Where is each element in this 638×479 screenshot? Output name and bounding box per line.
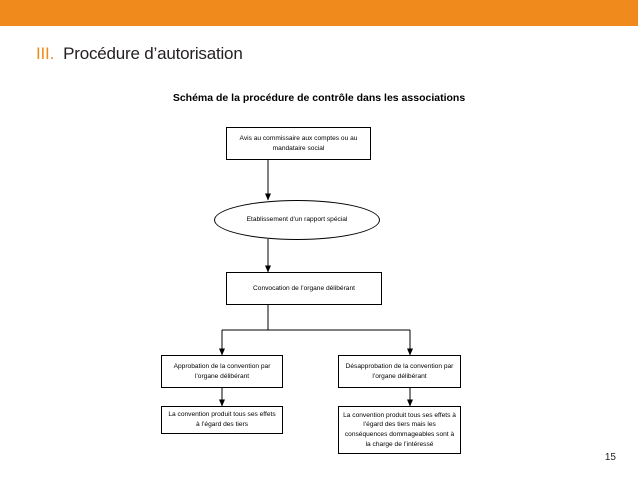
diagram-title: Schéma de la procédure de contrôle dans … [172, 92, 466, 104]
top-orange-bar [0, 0, 638, 26]
node-effets-tiers: La convention produit tous ses effets à … [161, 406, 283, 434]
node-convocation-label: Convocation de l’organe délibérant [253, 284, 355, 292]
section-numeral: III. [36, 44, 55, 63]
section-title-text: Procédure d’autorisation [63, 44, 243, 63]
node-effets-tiers-label: La convention produit tous ses effets à … [168, 411, 276, 428]
node-effets-tiers-consequences: La convention produit tous ses effets à … [338, 406, 461, 454]
node-avis-label: Avis au commissaire aux comptes ou au ma… [239, 134, 358, 152]
node-convocation: Convocation de l’organe délibérant [226, 272, 382, 305]
page-title: III. Procédure d’autorisation [36, 44, 243, 64]
node-avis: Avis au commissaire aux comptes ou au ma… [226, 127, 371, 160]
page-number: 15 [604, 452, 616, 463]
node-approbation-label: Approbation de la convention par l’organ… [173, 362, 271, 380]
node-approbation: Approbation de la convention par l’organ… [161, 355, 283, 388]
node-rapport: Etablissement d’un rapport spécial [214, 200, 380, 240]
node-desapprobation: Désapprobation de la convention par l’or… [338, 355, 461, 388]
node-effets-tiers-consequences-label: La convention produit tous ses effets à … [343, 411, 456, 448]
node-rapport-label: Etablissement d’un rapport spécial [246, 216, 348, 224]
node-desapprobation-label: Désapprobation de la convention par l’or… [345, 362, 454, 380]
